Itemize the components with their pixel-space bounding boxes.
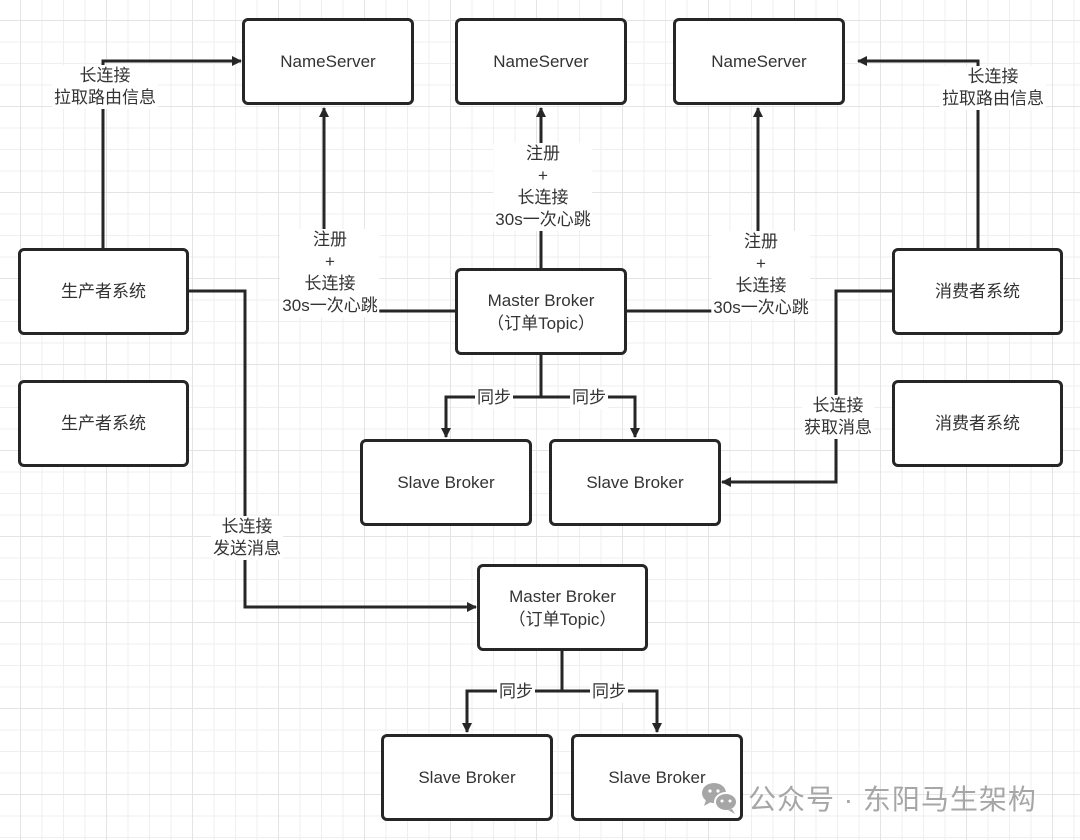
nameserver-node[interactable]: NameServer xyxy=(455,18,627,105)
label-line: 长连接 xyxy=(517,188,569,207)
label-line: 长连接 xyxy=(735,276,787,295)
master-broker-node[interactable]: Master Broker （订单Topic） xyxy=(477,564,648,651)
edge-consumer-to-slave-2 xyxy=(721,289,893,487)
node-label: Slave Broker xyxy=(397,473,495,492)
label-line: 30s一次心跳 xyxy=(713,298,809,317)
label-line: 30s一次心跳 xyxy=(282,296,378,315)
label-line: 注册 xyxy=(743,232,778,251)
label-line: 同步 xyxy=(499,682,533,701)
edge-producer-to-master-2 xyxy=(188,289,477,612)
label-line: 拉取路由信息 xyxy=(942,89,1044,108)
edge-label-sync: 同步 xyxy=(570,387,608,409)
nameserver-node[interactable]: NameServer xyxy=(673,18,845,105)
edge-producer-to-nameserver-1 xyxy=(101,56,242,248)
node-sublabel: （订单Topic） xyxy=(508,609,617,629)
label-line: 长连接 xyxy=(967,67,1019,86)
node-label: 消费者系统 xyxy=(935,414,1020,433)
master-broker-node[interactable]: Master Broker （订单Topic） xyxy=(455,268,627,355)
label-line: 长连接 xyxy=(79,66,131,85)
slave-broker-node[interactable]: Slave Broker xyxy=(381,734,553,821)
node-label: Slave Broker xyxy=(586,473,684,492)
edge-label-sync: 同步 xyxy=(497,681,535,703)
edge-label-consumer-route: 长连接 拉取路由信息 xyxy=(940,66,1046,110)
label-line: 注册 xyxy=(525,144,560,163)
edge-label-sync: 同步 xyxy=(590,681,628,703)
edge-consumer-to-nameserver-3 xyxy=(857,56,980,248)
watermark-text: 公众号 · 东阳马生架构 xyxy=(748,784,1037,815)
watermark: 公众号 · 东阳马生架构 xyxy=(700,778,1037,818)
label-line: 同步 xyxy=(477,388,511,407)
consumer-node[interactable]: 消费者系统 xyxy=(892,380,1063,467)
label-line: 拉取路由信息 xyxy=(54,88,156,107)
label-line: 长连接 xyxy=(304,274,356,293)
label-line: 发送消息 xyxy=(213,539,281,558)
nameserver-node[interactable]: NameServer xyxy=(242,18,414,105)
label-line: 同步 xyxy=(572,388,606,407)
edge-label-producer-send: 长连接 发送消息 xyxy=(211,516,283,560)
edge-label-sync: 同步 xyxy=(475,387,513,409)
label-line: 获取消息 xyxy=(804,418,872,437)
label-line: 长连接 xyxy=(221,517,273,536)
label-line: + xyxy=(756,254,766,273)
consumer-node[interactable]: 消费者系统 xyxy=(892,248,1063,335)
node-label: NameServer xyxy=(711,52,807,71)
node-label: Master Broker xyxy=(487,290,595,310)
node-label: 生产者系统 xyxy=(61,282,146,301)
label-line: 注册 xyxy=(312,230,347,249)
label-line: 30s一次心跳 xyxy=(495,210,591,229)
edge-label-register-mid: 注册 + 长连接 30s一次心跳 xyxy=(493,143,593,231)
slave-broker-node[interactable]: Slave Broker xyxy=(549,439,721,526)
slave-broker-node[interactable]: Slave Broker xyxy=(360,439,532,526)
edge-label-register-right: 注册 + 长连接 30s一次心跳 xyxy=(711,231,811,319)
node-label: 消费者系统 xyxy=(935,282,1020,301)
edge-label-register-left: 注册 + 长连接 30s一次心跳 xyxy=(280,229,380,317)
node-label: Slave Broker xyxy=(608,768,706,787)
label-line: 长连接 xyxy=(812,396,864,415)
edge-label-consumer-fetch: 长连接 获取消息 xyxy=(802,395,874,439)
node-label: Slave Broker xyxy=(418,768,516,787)
slave-broker-node[interactable]: Slave Broker xyxy=(571,734,743,821)
label-line: + xyxy=(538,166,548,185)
node-label: 生产者系统 xyxy=(61,414,146,433)
edge-label-producer-route: 长连接 拉取路由信息 xyxy=(52,65,158,109)
node-label: NameServer xyxy=(493,52,589,71)
node-label: Master Broker xyxy=(509,586,616,606)
wechat-icon xyxy=(702,783,738,814)
producer-node[interactable]: 生产者系统 xyxy=(18,380,189,467)
node-label: NameServer xyxy=(280,52,376,71)
label-line: 同步 xyxy=(592,682,626,701)
producer-node[interactable]: 生产者系统 xyxy=(18,248,189,335)
node-sublabel: （订单Topic） xyxy=(487,313,595,333)
label-line: + xyxy=(325,252,335,271)
